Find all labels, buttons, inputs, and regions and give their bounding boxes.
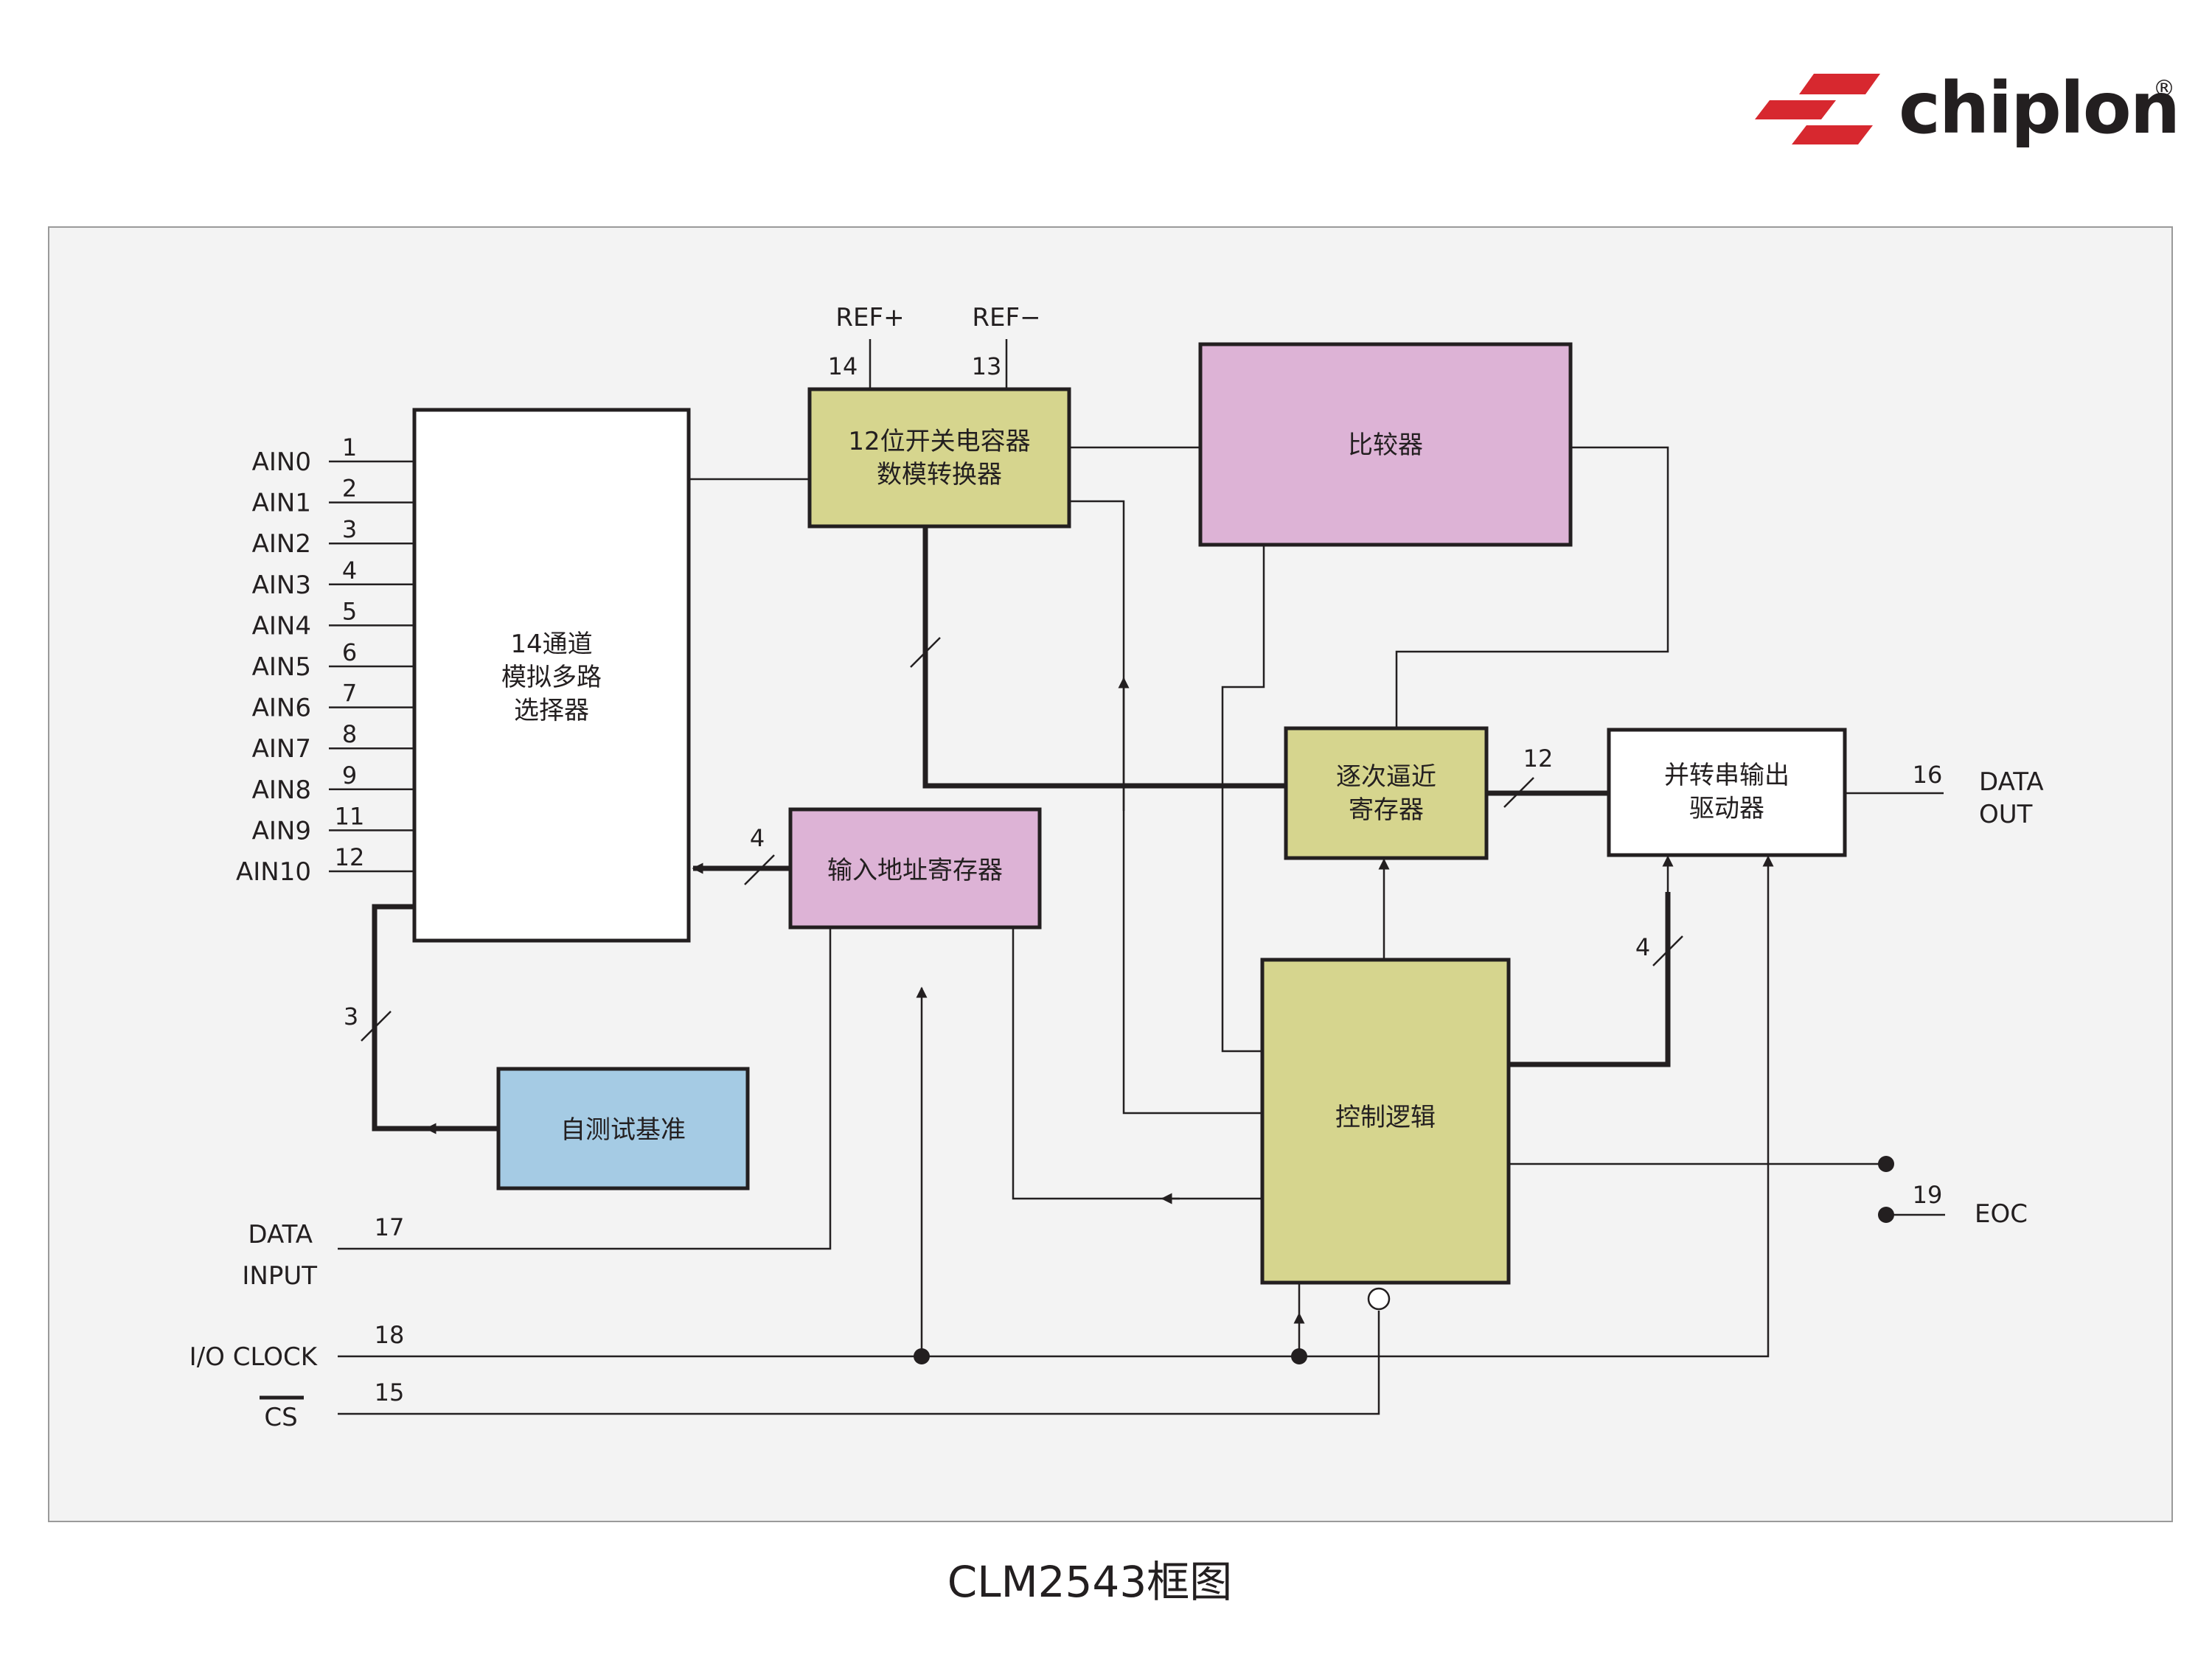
analog-input-pin-number: 5 xyxy=(342,597,357,625)
analog-input-label: AIN1 xyxy=(252,489,311,518)
brand-mark-lower-stripe xyxy=(1755,100,1836,119)
data-out-label-line2: OUT xyxy=(1979,800,2033,829)
analog-input-pin-number: 3 xyxy=(342,515,357,543)
io-clock-junction-address xyxy=(914,1348,930,1364)
analog-input-pin-number: 4 xyxy=(342,557,357,585)
analog-input-pin-number: 1 xyxy=(342,433,357,461)
analog-input-label: AIN4 xyxy=(252,611,311,641)
analog-input-row: AIN6 7 xyxy=(252,680,414,723)
analog-input-row: AIN10 12 xyxy=(236,843,414,887)
analog-input-row: AIN5 6 xyxy=(252,638,414,682)
sar-label-line1: 逐次逼近 xyxy=(1336,762,1436,792)
diagram-panel xyxy=(48,226,2173,1522)
serializer-label-line2: 驱动器 xyxy=(1689,794,1764,823)
analog-input-label: AIN8 xyxy=(252,775,311,805)
control-logic-block: 控制逻辑 xyxy=(1260,958,1511,1285)
ref-plus-label: REF+ xyxy=(835,303,904,332)
eoc-terminal-lower xyxy=(1878,1207,1894,1223)
analog-input-pin-number: 7 xyxy=(342,680,357,708)
brand-name: chiplon xyxy=(1899,67,2179,150)
serializer-label-line1: 并转串输出 xyxy=(1664,761,1790,790)
analog-input-pin-number: 8 xyxy=(342,720,357,748)
data-input-label-line1: DATA xyxy=(248,1220,313,1249)
dac-label-line2: 数模转换器 xyxy=(877,460,1002,489)
selftest-bus-width: 3 xyxy=(344,1003,358,1031)
sar-label-line2: 寄存器 xyxy=(1349,795,1424,825)
brand-logo: chiplon ® xyxy=(1755,67,2180,150)
mux-block: 14通道 模拟多路 选择器 xyxy=(412,408,691,943)
eoc-label: EOC xyxy=(1975,1199,2028,1229)
analog-input-label: AIN6 xyxy=(252,694,311,723)
analog-input-row: AIN3 4 xyxy=(252,557,414,600)
analog-input-pin-number: 12 xyxy=(335,843,365,871)
cs-pin: 15 xyxy=(375,1378,405,1406)
junctions xyxy=(914,1156,1894,1364)
analog-input-row: AIN8 9 xyxy=(252,761,414,805)
analog-input-label: AIN10 xyxy=(236,857,311,887)
self-test-block: 自测试基准 xyxy=(496,1067,750,1190)
address-register-label: 输入地址寄存器 xyxy=(827,856,1003,885)
ref-minus-label: REF− xyxy=(972,303,1040,332)
analog-input-row: AIN0 1 xyxy=(252,433,414,477)
cs-inverter-bubble xyxy=(1367,1287,1391,1311)
analog-input-label: AIN9 xyxy=(252,816,311,846)
data-out-label-line1: DATA xyxy=(1979,767,2044,797)
io-pins: DATA INPUT 17 I/O CLOCK 18 CS 15 DATA OU… xyxy=(189,761,2044,1432)
analog-input-label: AIN3 xyxy=(252,571,311,600)
analog-input-label: AIN7 xyxy=(252,734,311,764)
io-clock-label: I/O CLOCK xyxy=(189,1342,319,1372)
data-input-label-line2: INPUT xyxy=(242,1261,317,1291)
mux-label-line3: 选择器 xyxy=(514,696,589,725)
analog-input-row: AIN4 5 xyxy=(252,597,414,641)
analog-input-row: AIN9 11 xyxy=(252,802,414,846)
io-clock-junction-control xyxy=(1291,1348,1307,1364)
comparator-label: 比较器 xyxy=(1348,430,1423,460)
self-test-label: 自测试基准 xyxy=(560,1115,686,1145)
analog-input-pin-number: 11 xyxy=(335,802,365,830)
analog-input-row: AIN7 8 xyxy=(252,720,414,764)
brand-mark-upper-stripe xyxy=(1799,74,1880,94)
wires xyxy=(338,446,1945,1415)
reference-pins: REF+ 14 REF− 13 xyxy=(828,303,1041,389)
analog-input-pin-number: 2 xyxy=(342,475,357,503)
cs-label: CS xyxy=(264,1403,297,1432)
brand-mark-bottom-stripe xyxy=(1792,125,1873,144)
eoc-pin: 19 xyxy=(1913,1181,1943,1209)
dac-block: 12位开关电容器 数模转换器 xyxy=(807,387,1071,529)
address-register-block: 输入地址寄存器 xyxy=(788,807,1042,930)
control-bus-width: 4 xyxy=(1635,933,1650,961)
serializer-block: 并转串输出 驱动器 xyxy=(1607,728,1847,857)
analog-input-label: AIN0 xyxy=(252,447,311,477)
mux-label-line2: 模拟多路 xyxy=(501,663,602,692)
analog-input-pin-number: 6 xyxy=(342,638,357,666)
analog-input-label: AIN2 xyxy=(252,529,311,559)
analog-input-row: AIN1 2 xyxy=(252,475,414,518)
brand-registered-mark: ® xyxy=(2153,76,2175,102)
addr-bus-width: 4 xyxy=(750,824,765,852)
diagram-caption: CLM2543框图 xyxy=(947,1557,1232,1607)
analog-input-row: AIN2 3 xyxy=(252,515,414,559)
io-clock-pin: 18 xyxy=(375,1321,405,1349)
ref-minus-pin: 13 xyxy=(972,352,1002,380)
control-logic-label: 控制逻辑 xyxy=(1335,1103,1436,1132)
sar-block: 逐次逼近 寄存器 xyxy=(1284,726,1489,860)
bus-width-labels: 4 3 12 4 xyxy=(344,745,1650,1031)
comparator-block: 比较器 xyxy=(1198,342,1573,547)
data-out-pin: 16 xyxy=(1913,761,1943,789)
data-input-pin: 17 xyxy=(375,1213,405,1241)
analog-input-label: AIN5 xyxy=(252,652,311,682)
mux-label-line1: 14通道 xyxy=(510,630,592,659)
eoc-terminal-upper xyxy=(1878,1156,1894,1172)
analog-input-pin-number: 9 xyxy=(342,761,357,789)
sar-bus-width: 12 xyxy=(1523,745,1554,773)
ref-plus-pin: 14 xyxy=(828,352,858,380)
dac-label-line1: 12位开关电容器 xyxy=(848,427,1030,456)
